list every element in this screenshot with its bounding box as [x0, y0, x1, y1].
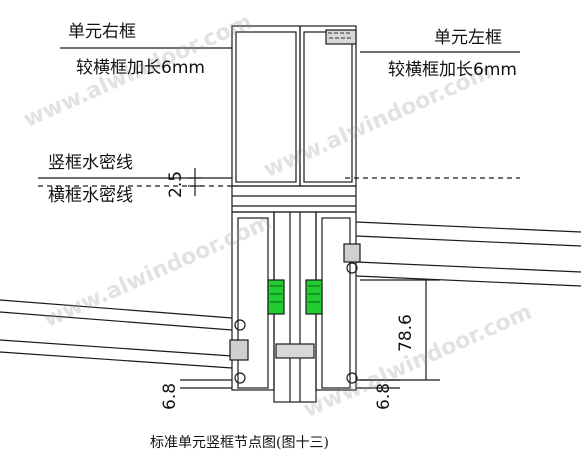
gasket-left: [267, 279, 285, 315]
dim-6-8-left: 6.8: [160, 382, 180, 410]
top-seal-block: [325, 29, 357, 45]
joint-band: [231, 185, 357, 213]
dim-6-8-right: 6.8: [374, 382, 394, 410]
glass-left-1: [0, 299, 233, 319]
glass-right-1: [355, 221, 581, 233]
dim-2-5: 2.5: [166, 170, 186, 198]
dim-78-6: 78.6: [396, 314, 416, 352]
label-right-frame: 单元右框: [68, 22, 136, 42]
label-mullion-waterline: 竖框水密线: [48, 153, 133, 173]
label-left-frame-ext: 较横框加长6mm: [388, 60, 517, 80]
label-right-frame-ext: 较横框加长6mm: [76, 58, 205, 78]
caption: 标准单元竖框节点图(图十三): [150, 435, 329, 451]
gasket-right: [305, 279, 323, 315]
label-left-frame: 单元左框: [434, 28, 502, 48]
label-transom-waterline: 横框水密线: [48, 186, 133, 206]
